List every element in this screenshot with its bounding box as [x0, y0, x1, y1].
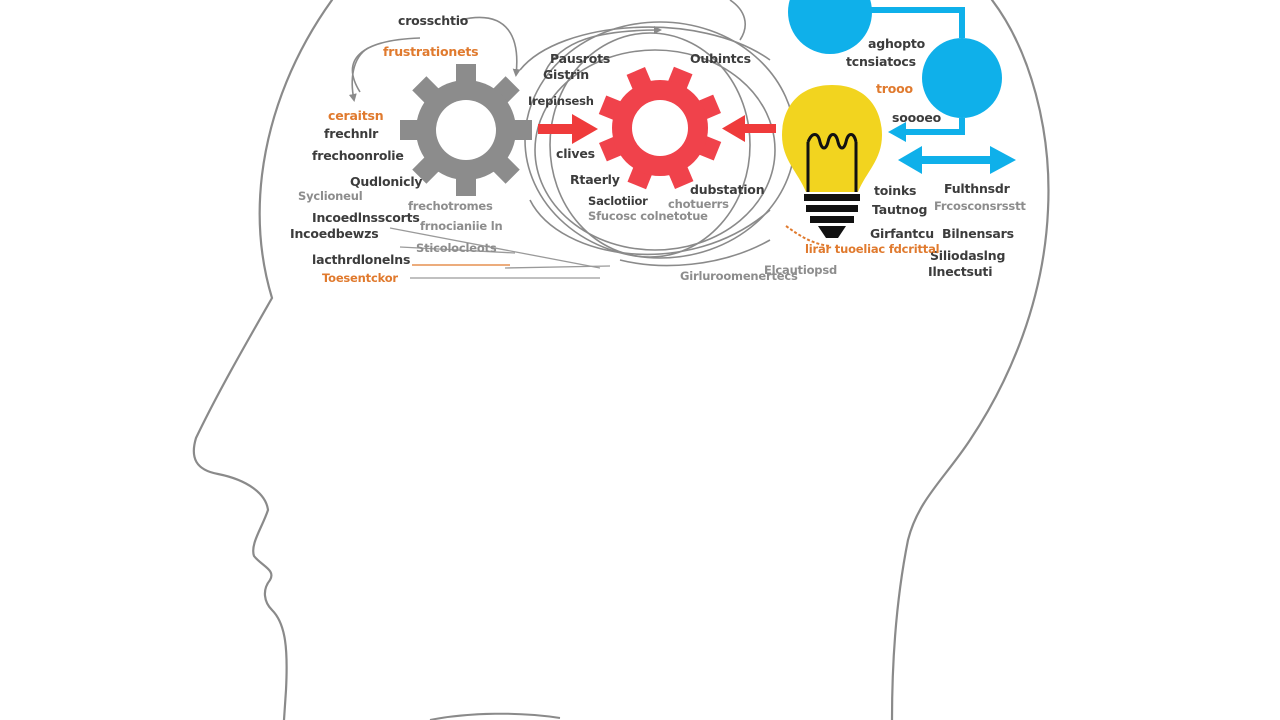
diagram-label: frechotromes: [408, 199, 493, 213]
diagram-label: Girfantcu: [870, 226, 934, 241]
label-pointer-lines: [389, 227, 611, 279]
diagram-label: frechoonrolie: [312, 148, 404, 163]
diagram-label: Fulthnsdr: [944, 181, 1011, 196]
diagram-label: Ilnectsuti: [928, 264, 992, 279]
lightbulb-icon: [782, 85, 882, 238]
diagram-label: Bilnensars: [942, 226, 1014, 241]
diagram-label: Frcosconsrsstt: [934, 199, 1026, 213]
blue-node-right: [922, 38, 1002, 118]
blue-node-top: [788, 0, 872, 54]
diagram-label: Tautnog: [872, 202, 927, 217]
diagram-label: chotuerrs: [668, 197, 729, 211]
diagram-label: frnocianiie ln: [420, 219, 502, 233]
head-outline-back: [890, 0, 1050, 720]
diagram-label: Irepinsesh: [528, 94, 594, 108]
diagram-label: Rtaerly: [570, 172, 620, 187]
diagram-label: toinks: [874, 183, 916, 198]
head-outline: [192, 0, 334, 720]
diagram-label: Toesentckor: [322, 271, 398, 285]
diagram-label: Saclotiior: [588, 194, 648, 208]
loop-arrow-left: [348, 47, 369, 102]
diagram-label: tcnsiatocs: [846, 54, 916, 69]
diagram-label: lacthrdlonelns: [312, 252, 410, 267]
neck-curve: [429, 712, 561, 720]
diagram-label: Sfucosc colnetotue: [588, 209, 708, 223]
diagram-label: ceraitsn: [328, 108, 384, 123]
diagram-label: Pausrots: [550, 51, 610, 66]
diagram-label: Siliodaslng: [930, 248, 1005, 263]
diagram-label: frustrationets: [383, 44, 478, 59]
diagram-label: Incoedlnsscorts: [312, 210, 420, 225]
diagram-label: Syclioneul: [298, 189, 363, 203]
diagram-label: crosschtio: [398, 13, 469, 28]
diagram-label: clives: [556, 146, 595, 161]
arrow-grey-to-red-gear: [538, 114, 598, 144]
diagram-label: frechnlr: [324, 126, 379, 141]
diagram-labels: crosschtio frustrationets Pausrots Gistr…: [290, 13, 1027, 285]
diagram-label: Incoedbewzs: [290, 226, 378, 241]
diagram-label: Gistrin: [543, 67, 589, 82]
diagram-label: Elcautiopsd: [764, 263, 837, 277]
double-arrow-icon: [898, 146, 1016, 174]
diagram-label: aghopto: [868, 36, 926, 51]
diagram-label: Sticolocleots: [416, 241, 497, 255]
diagram-label: dubstation: [690, 182, 764, 197]
gear-icon: [598, 66, 722, 190]
diagram-label: soooeo: [892, 110, 942, 125]
diagram-label: trooo: [876, 81, 914, 96]
diagram-label: Qudlonicly: [350, 174, 422, 189]
arrow-bulb-to-red-gear: [722, 115, 776, 142]
diagram-label: Oubintcs: [690, 51, 751, 66]
blue-network: [788, 0, 1002, 142]
gear-icon: [400, 64, 532, 196]
diagram-label: lirar tuoeliac fdcrittal: [805, 242, 939, 256]
diagram-label: Girluroomenertecs: [680, 269, 798, 283]
